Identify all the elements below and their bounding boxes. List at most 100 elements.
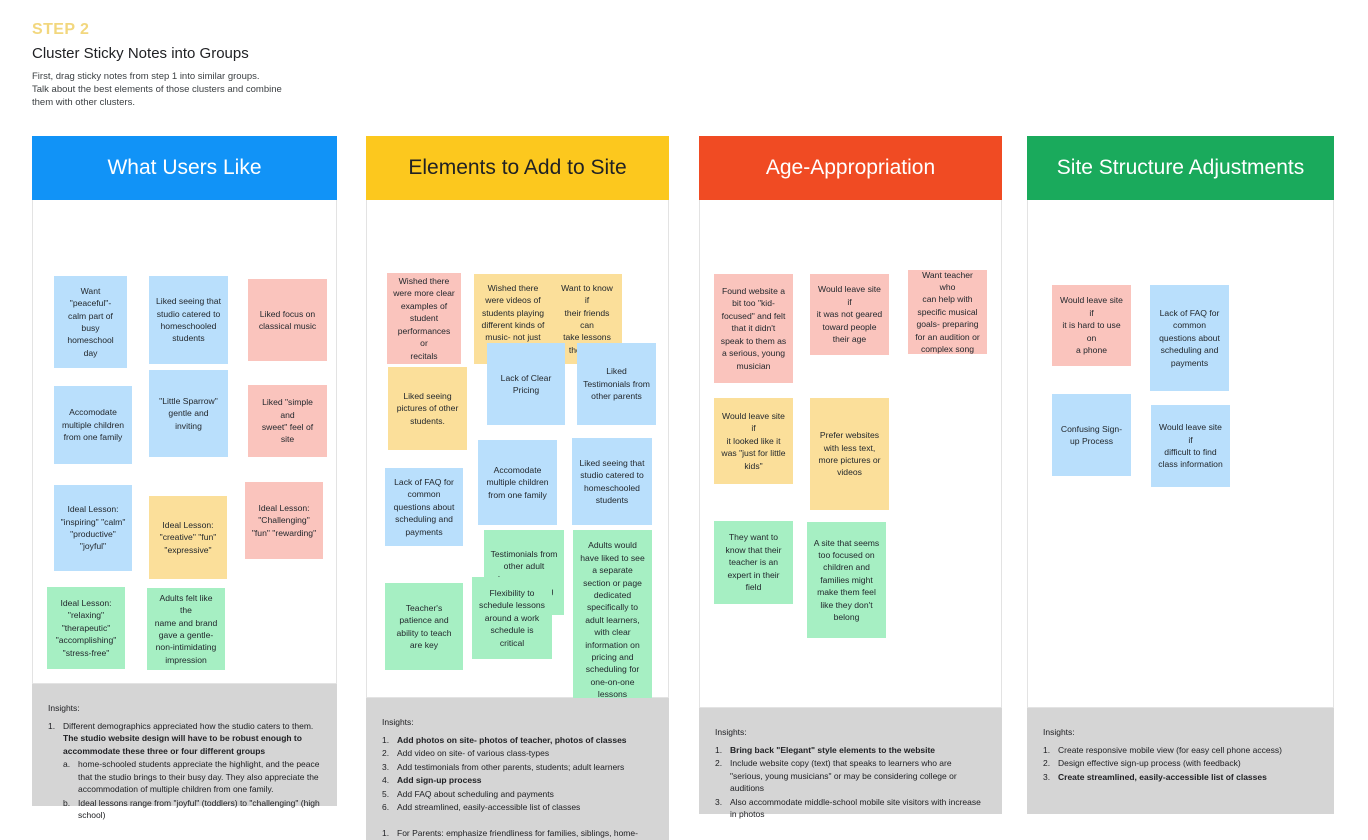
sticky-note[interactable]: "Little Sparrow" gentle and inviting [149,370,228,457]
sticky-note[interactable]: Flexibility to schedule lessons around a… [472,577,552,659]
insights-item: 1.For Parents: emphasize friendliness fo… [382,827,653,840]
column-header-elements-to-add-to-site: Elements to Add to Site [366,136,669,200]
insights-item-text: Different demographics appreciated how t… [63,720,314,731]
column-header-site-structure-adjustments: Site Structure Adjustments [1027,136,1334,200]
sticky-note[interactable]: Would leave site if difficult to find cl… [1151,405,1230,487]
sticky-note[interactable]: Wished there were more clear examples of… [387,273,461,364]
note-area-elements-to-add-to-site[interactable]: Wished there were more clear examples of… [366,200,669,710]
insights-item-number: a. [63,759,71,769]
insights-item-text: Add testimonials from other parents, stu… [397,761,625,772]
insights-item-text: Add FAQ about scheduling and payments [397,788,554,799]
sticky-note[interactable]: Ideal Lesson: "creative" "fun" "expressi… [149,496,227,579]
insights-title: Insights: [1043,727,1075,737]
sticky-note[interactable]: Ideal Lesson: "relaxing" "therapeutic" "… [47,587,125,669]
insights-item: 5. Add FAQ about scheduling and payments [382,788,653,801]
insights-panel-site-structure-adjustments: Insights: 1.Create responsive mobile vie… [1027,708,1334,814]
sticky-note[interactable]: Lack of Clear Pricing [487,343,565,425]
insights-item-number: 1. [715,744,723,755]
column-header-age-appropriation: Age-Appropriation [699,136,1002,200]
insights-item: 2. Add video on site- of various class-ty… [382,747,653,760]
insights-item-number: 3. [1043,771,1051,782]
insights-item: 1. Bring back "Elegant" style elements to… [715,744,986,757]
column-header-what-users-like: What Users Like [32,136,337,200]
sticky-note[interactable]: Found website a bit too "kid- focused" a… [714,274,793,383]
insights-item-text: Bring back "Elegant" style elements to t… [730,744,936,755]
insights-item-text: Add video on site- of various class-type… [397,748,550,758]
sticky-note[interactable]: A site that seems too focused on childre… [807,522,886,638]
insights-item-number: 3. [715,796,723,807]
sticky-note[interactable]: Ideal Lesson: "Challenging" "fun" "rewar… [245,482,323,559]
insights-item-text: Add sign-up process [397,775,482,785]
column-elements-to-add-to-site: Elements to Add to Site Wished there wer… [366,136,669,840]
insights-item-number: 1. [382,827,390,838]
note-area-age-appropriation[interactable]: Found website a bit too "kid- focused" a… [699,200,1002,708]
insights-item: 6. Add streamlined, easily-accessible lis… [382,801,653,814]
column-site-structure-adjustments: Site Structure Adjustments Would leave s… [1027,136,1334,814]
insights-item-number: 1. [1043,744,1051,755]
insights-list: 1.Create responsive mobile view (for eas… [1043,744,1318,784]
sticky-note[interactable]: Confusing Sign- up Process [1052,394,1131,476]
sticky-note[interactable]: Liked seeing pictures of other students. [388,367,467,450]
insights-item-text: Add photos on site- photos of teacher, p… [397,734,627,745]
sticky-note[interactable]: Adults would have liked to see a separat… [573,530,652,710]
sticky-note[interactable]: Prefer websites with less text, more pic… [810,398,889,510]
sticky-note[interactable]: Liked "simple and sweet" feel of site [248,385,327,457]
insights-item-text: Include website copy (text) that speaks … [730,758,957,793]
insights-item-text: Create streamlined, easily-accessible li… [1058,771,1267,782]
sticky-note[interactable]: Want teacher who can help with specific … [908,270,987,354]
insights-item-number: 3. [382,761,390,772]
insights-item: 2. Design effective sign-up process (with… [1043,757,1318,770]
sticky-note[interactable]: Would leave site if it is hard to use on… [1052,285,1131,366]
sticky-note[interactable]: Adults felt like the name and brand gave… [147,588,225,670]
sticky-note[interactable]: They want to know that their teacher is … [714,521,793,604]
sticky-note[interactable]: Accomodate multiple children from one fa… [54,386,132,464]
insights-item: 1.Different demographics appreciated how… [48,720,321,758]
sticky-note[interactable]: Accomodate multiple children from one fa… [478,440,557,525]
insights-title: Insights: [715,727,747,737]
insights-item-number: b. [63,797,71,808]
column-what-users-like: What Users Like Want "peaceful"- calm pa… [32,136,337,820]
sticky-note[interactable]: Want "peaceful"- calm part of busy homes… [54,276,127,368]
sticky-note[interactable]: Would leave site if it looked like it wa… [714,398,793,484]
column-age-appropriation: Age-Appropriation Found website a bit to… [699,136,1002,819]
insights-title: Insights: [48,703,80,713]
insights-item: b. Ideal lessons range from "joyful" (tod… [48,797,321,822]
sticky-note[interactable]: Lack of FAQ for common questions about s… [1150,285,1229,391]
insights-title: Insights: [382,717,414,727]
insights-item-text: Design effective sign-up process (with f… [1058,758,1241,768]
insights-item-number: 6. [382,802,390,812]
note-area-what-users-like[interactable]: Want "peaceful"- calm part of busy homes… [32,200,337,684]
insights-panel-what-users-like: Insights: 1.Different demographics appre… [32,684,337,820]
sticky-note[interactable]: Liked Testimonials from other parents [577,343,656,425]
insights-item-text: Also accommodate middle-school mobile si… [730,796,981,820]
insights-item-number: 2. [1043,758,1051,768]
insights-list: 1. Bring back "Elegant" style elements to… [715,744,986,821]
insights-item: 1. Add photos on site- photos of teacher,… [382,734,653,747]
insights-item-number: 2. [715,758,723,768]
insights-item-number: 4. [382,775,390,785]
sticky-note[interactable]: Teacher's patience and ability to teach … [385,583,463,670]
insights-item-number: 1. [382,734,390,745]
insights-item: 3. Also accommodate middle-school mobile … [715,796,986,821]
sticky-note[interactable]: Ideal Lesson: "inspiring" "calm" "produc… [54,485,132,571]
sticky-note[interactable]: Lack of FAQ for common questions about s… [385,468,463,546]
page-title: Cluster Sticky Notes into Groups [32,45,249,62]
insights-panel-age-appropriation: Insights: 1. Bring back "Elegant" style e… [699,708,1002,819]
insights-item-text: The studio website design will have to b… [63,733,302,756]
insights-item-text: home-schooled students appreciate the hi… [78,759,320,794]
insights-item: 3. Create streamlined, easily-accessible … [1043,771,1318,784]
insights-item: a. home-schooled students appreciate the … [48,758,321,796]
insights-item-text: Add streamlined, easily-accessible list … [397,802,581,812]
insights-item: 2. Include website copy (text) that speak… [715,757,986,795]
insights-item-text: Ideal lessons range from "joyful" (toddl… [78,797,320,821]
sticky-note[interactable]: Liked seeing that studio catered to home… [572,438,652,525]
insights-list: 1. Add photos on site- photos of teacher,… [382,734,653,840]
sticky-note[interactable]: Liked focus on classical music [248,279,327,361]
insights-item-number: 2. [382,748,390,758]
insights-list: 1.Different demographics appreciated how… [48,720,321,822]
insights-item-number: 5. [382,788,390,799]
sticky-note[interactable]: Liked seeing that studio catered to home… [149,276,228,364]
note-area-site-structure-adjustments[interactable]: Would leave site if it is hard to use on… [1027,200,1334,708]
sticky-note[interactable]: Would leave site if it was not geared to… [810,274,889,355]
